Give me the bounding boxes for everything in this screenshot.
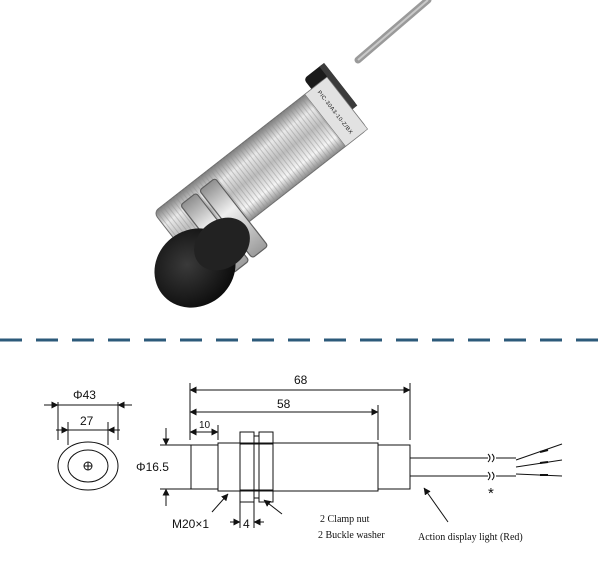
note-buckle-washer: 2 Buckle washer bbox=[318, 530, 385, 541]
dim-nut-width: 4 bbox=[243, 517, 250, 531]
dim-body-length: 58 bbox=[277, 397, 291, 411]
dim-inner-width: 27 bbox=[80, 414, 94, 428]
dim-body-diameter: Φ16.5 bbox=[136, 460, 169, 474]
side-view bbox=[160, 383, 563, 528]
note-action-light: Action display light (Red) bbox=[418, 532, 523, 543]
dim-outer-diameter: Φ43 bbox=[73, 388, 96, 402]
side-view-head bbox=[190, 444, 219, 490]
side-view-washer bbox=[253, 435, 260, 499]
note-clamp-nut: 2 Clamp nut bbox=[320, 514, 370, 525]
dim-overall-length: 68 bbox=[294, 373, 308, 387]
cable-marker: * bbox=[488, 485, 494, 502]
dim-thread: M20×1 bbox=[172, 517, 209, 531]
sensor-photo: PIC-30A3-10-Z/BX bbox=[154, 0, 432, 308]
side-view-rear-cap bbox=[377, 444, 411, 490]
dim-head-length: 10 bbox=[199, 420, 211, 431]
front-view-inner-ring bbox=[67, 449, 109, 483]
front-view bbox=[44, 401, 132, 491]
front-view-outer-ring bbox=[57, 441, 119, 491]
side-view-body bbox=[217, 442, 379, 492]
